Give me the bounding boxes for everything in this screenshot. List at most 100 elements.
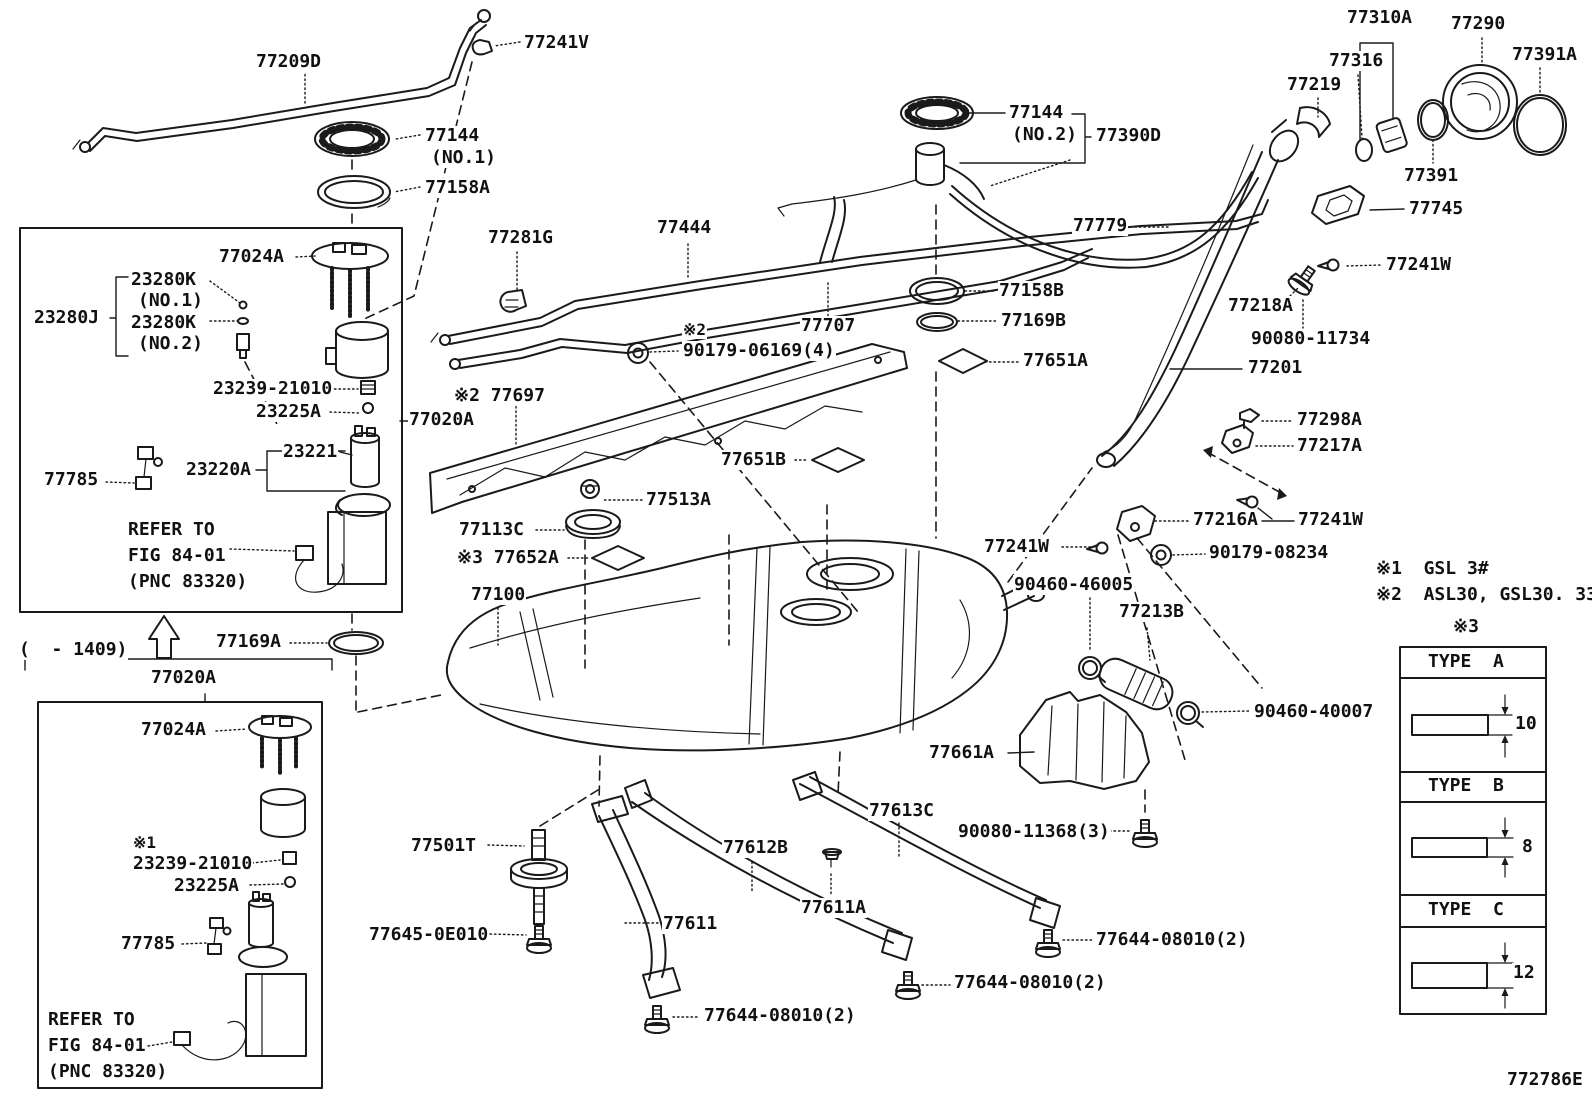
part-label-77113c: 77113C — [458, 519, 526, 540]
part-label-77645: 77645-0E010 — [368, 924, 490, 945]
part-label-77513a: 77513A — [645, 489, 713, 510]
part-label-no2: (NO.2) — [1011, 124, 1079, 145]
part-label-90080-11734: 90080-11734 — [1250, 328, 1372, 349]
part-label-77785-bottom: 77785 — [120, 933, 177, 954]
filler-pipe-assembly — [1096, 64, 1567, 468]
part-label-77217a: 77217A — [1296, 435, 1364, 456]
part-label-77611: 77611 — [662, 913, 719, 934]
fuel-tubes — [430, 196, 1269, 370]
part-label-77169b: 77169B — [1000, 310, 1068, 331]
part-label-77241w-top: 77241W — [1385, 254, 1453, 275]
tank-protector-77661a — [1019, 691, 1150, 790]
part-label-77144-no2: 77144 — [1008, 102, 1065, 123]
gaskets-and-pads — [565, 277, 988, 571]
part-label-77745: 77745 — [1408, 198, 1465, 219]
part-label-77613c: 77613C — [868, 800, 936, 821]
refer-note-bottom-2: FIG 84-01 — [47, 1035, 147, 1056]
part-label-77201: 77201 — [1247, 357, 1304, 378]
part-label-77219: 77219 — [1286, 74, 1343, 95]
part-label-77020a-main: 77020A — [408, 409, 476, 430]
refer-note-top-2: FIG 84-01 — [127, 545, 227, 566]
size-table-frame — [1399, 646, 1547, 1015]
size-table-type-b: TYPE B — [1427, 775, 1505, 796]
part-label-77290: 77290 — [1450, 13, 1507, 34]
part-label-77785-top: 77785 — [43, 469, 100, 490]
size-table-dim-c: 12 — [1512, 962, 1536, 983]
part-label-77612b: 77612B — [722, 837, 790, 858]
size-table-dim-b: 8 — [1521, 836, 1534, 857]
note-mark-3: ※3 — [1452, 616, 1480, 637]
part-label-77391: 77391 — [1403, 165, 1460, 186]
part-label-90179-06169: 90179-06169(4) — [682, 340, 836, 361]
part-label-90460-40007: 90460-40007 — [1253, 701, 1375, 722]
size-table-type-c: TYPE C — [1427, 899, 1505, 920]
part-label-no2-box: (NO.2) — [137, 333, 205, 354]
part-label-77213b: 77213B — [1118, 601, 1186, 622]
breather-pipe-77209d — [72, 9, 493, 153]
part-label-no1: (NO.1) — [430, 147, 498, 168]
part-label-77241w-low: 77241W — [983, 536, 1051, 557]
part-label-77310a: 77310A — [1346, 7, 1414, 28]
retainer-no1 — [314, 121, 391, 209]
part-label-77501t: 77501T — [410, 835, 478, 856]
part-label-23221: 23221 — [282, 441, 339, 462]
gasket-77169a — [328, 631, 384, 655]
part-label-77100: 77100 — [470, 584, 527, 605]
size-table-dim-a: 10 — [1514, 713, 1538, 734]
tank-support-77501t — [510, 829, 568, 954]
part-label-77316: 77316 — [1328, 50, 1385, 71]
size-table-type-a: TYPE A — [1427, 651, 1505, 672]
part-label-77020a-bottom: 77020A — [150, 667, 218, 688]
part-label-77158b: 77158B — [998, 280, 1066, 301]
up-arrow — [148, 615, 180, 659]
part-label-77241v: 77241V — [523, 32, 591, 53]
tank-shield-77697 — [429, 343, 908, 514]
part-label-77644-2: 77644-08010(2) — [953, 972, 1107, 993]
refer-note-top-1: REFER TO — [127, 519, 216, 540]
inset-box-pump-module-top — [19, 227, 403, 613]
part-label-23280k-1: 23280K — [130, 269, 198, 290]
part-label-90080-11368: 90080-11368(3) — [957, 821, 1111, 842]
note-asl: ※2 ASL30, GSL30. 33 — [1375, 585, 1592, 605]
part-label-77652a: ※3 77652A — [456, 547, 560, 568]
part-label-77644-1: 77644-08010(2) — [1095, 929, 1249, 950]
part-label-77391a: 77391A — [1511, 44, 1579, 65]
part-label-90460-46005: 90460-46005 — [1013, 574, 1135, 595]
part-label-77218a: 77218A — [1227, 295, 1295, 316]
part-label-77209d: 77209D — [255, 51, 323, 72]
leader-lines — [24, 37, 1541, 1047]
part-label-77169a: 77169A — [215, 631, 283, 652]
part-label-77216a: 77216A — [1192, 509, 1260, 530]
part-label-77644-3: 77644-08010(2) — [703, 1005, 857, 1026]
part-label-77611a: 77611A — [800, 897, 868, 918]
part-label-77144-no1: 77144 — [424, 125, 481, 146]
part-label-77651a: 77651A — [1022, 350, 1090, 371]
part-label-23225a-top: 23225A — [255, 401, 323, 422]
part-label-77024a-top: 77024A — [218, 246, 286, 267]
part-label-77158a: 77158A — [424, 177, 492, 198]
note-mark-1: ※1 — [132, 833, 158, 852]
part-label-77697: ※2 77697 — [453, 385, 546, 406]
part-label-23239-bottom: 23239-21010 — [132, 853, 254, 874]
inset-box-pump-module-bottom — [37, 701, 323, 1089]
part-label-90179-08234: 90179-08234 — [1208, 542, 1330, 563]
part-label-77281g: 77281G — [487, 227, 555, 248]
doc-code: 772786E — [1507, 1069, 1583, 1090]
part-label-no1-box: (NO.1) — [137, 290, 205, 311]
production-range: ( - 1409) — [18, 639, 129, 660]
part-label-77651b: 77651B — [720, 449, 788, 470]
part-label-23280j: 23280J — [33, 307, 101, 328]
refer-note-top-3: (PNC 83320) — [127, 571, 249, 592]
part-label-77661a: 77661A — [928, 742, 996, 763]
fuel-tank — [445, 539, 1045, 752]
part-label-77241w-mid: 77241W — [1297, 509, 1365, 530]
clips-and-brackets — [1078, 408, 1260, 728]
part-label-23280k-2: 23280K — [130, 312, 198, 333]
part-label-77390d: 77390D — [1095, 125, 1163, 146]
part-label-77707: 77707 — [800, 315, 857, 336]
fuel-sender-assembly — [777, 96, 1259, 269]
note-mark-2: ※2 — [682, 320, 708, 339]
part-label-77444: 77444 — [656, 217, 713, 238]
